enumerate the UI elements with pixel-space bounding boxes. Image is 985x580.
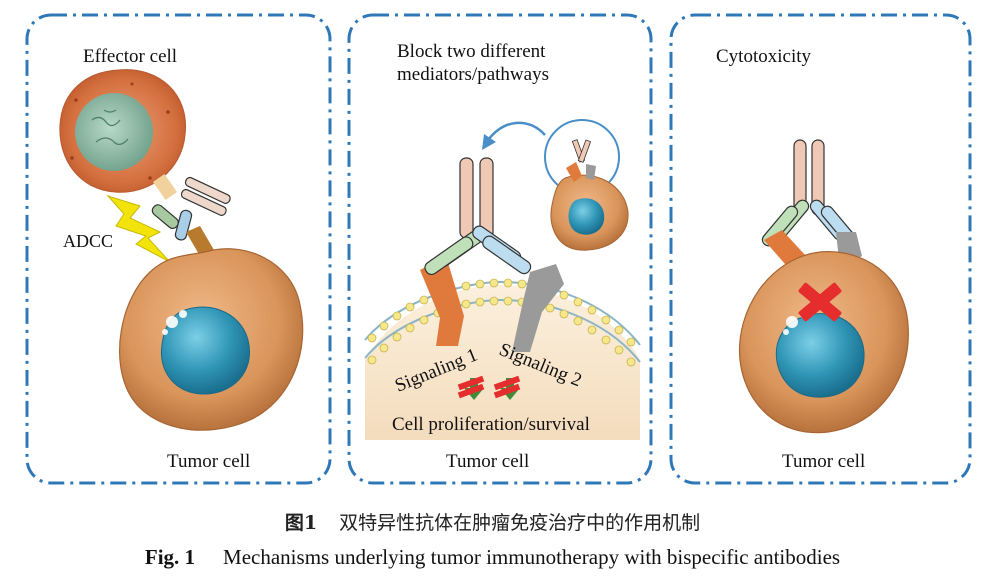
effector-cell [59,69,187,193]
panel-frame [347,13,653,485]
caption-en-text: Mechanisms underlying tumor immunotherap… [223,545,841,569]
panel-frame [25,13,332,485]
bispecific-antibody-2 [424,157,532,276]
curved-arrow [487,121,546,141]
inset-tumor-cell [544,119,629,251]
block-title-line2: mediators/pathways [397,64,549,85]
panel-cytotoxicity: Cytotoxicity Tumor cell [669,13,972,485]
caption-cn-label: 图1 [284,512,318,534]
caption-chinese: 图1 双特异性抗体在肿瘤免疫治疗中的作用机制 [0,508,985,535]
panel-adcc: Effector cell ADCC [25,13,332,485]
effector-cell-label: Effector cell [83,46,177,67]
cell-membrane [364,278,641,440]
bispecific-antibody-1 [151,176,231,241]
block-x-icon [493,375,521,400]
block-x-icon [457,375,485,400]
receptor-1 [420,256,464,346]
outcome-label: Cell proliferation/survival [392,414,590,435]
tumor-cell [738,251,909,434]
caption-en-label: Fig. 1 [144,545,196,569]
tumor-cell-label: Tumor cell [782,451,865,472]
tumor-cell-label: Tumor cell [446,451,529,472]
fc-receptor [152,173,178,201]
arrow-head [482,134,496,150]
adcc-label: ADCC [63,231,113,251]
tumor-antigen [186,226,214,256]
panel-block-pathways: Block two different mediators/pathways [347,13,653,485]
panel-frame [669,13,972,485]
receptor-2 [512,264,564,352]
cross-icon [798,282,842,322]
caption-cn-text: 双特异性抗体在肿瘤免疫治疗中的作用机制 [339,512,701,534]
caption-english: Fig. 1 Mechanisms underlying tumor immuno… [0,545,985,570]
tumor-cell [119,248,304,431]
cytotoxicity-label: Cytotoxicity [716,46,812,67]
tumor-cell-label: Tumor cell [167,451,250,472]
block-title-line1: Block two different [397,41,546,62]
mechanism-figure: Effector cell ADCC [25,13,972,485]
